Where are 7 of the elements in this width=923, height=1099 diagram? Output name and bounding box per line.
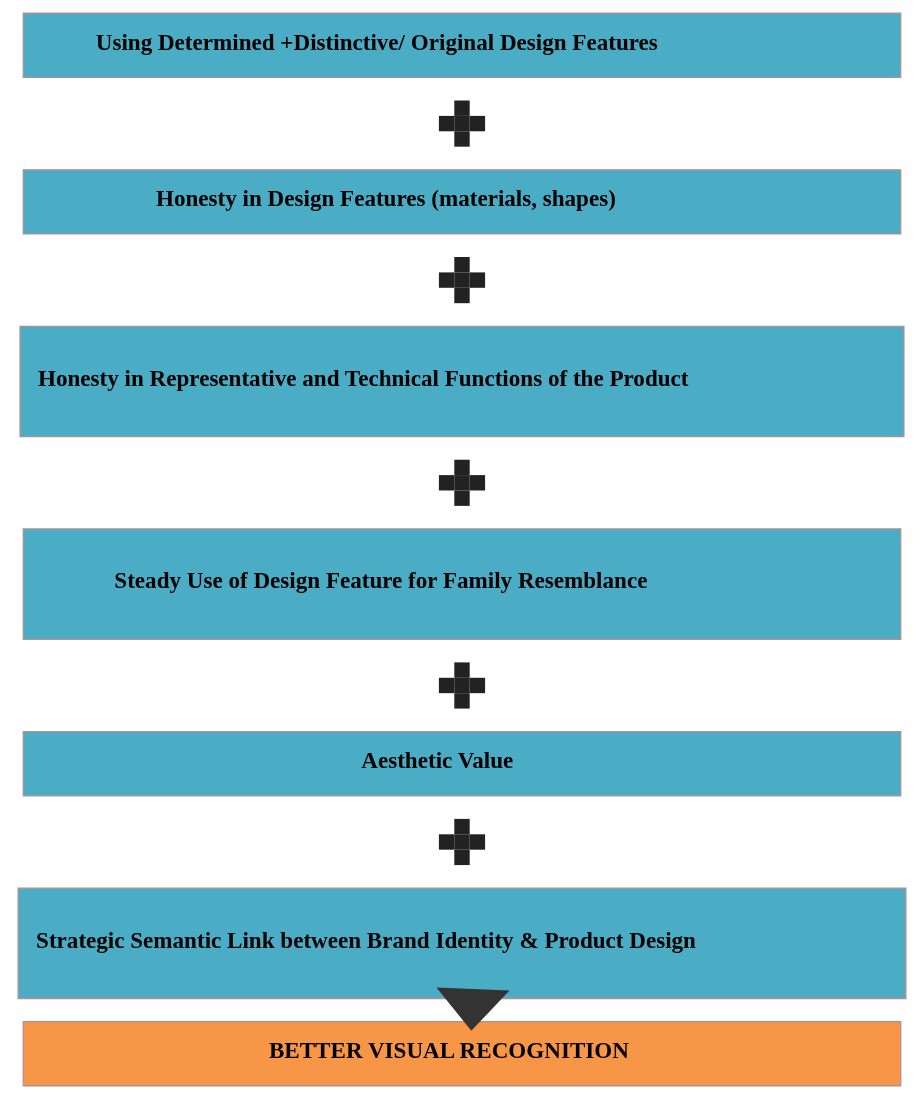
node-box: Honesty in Design Features (materials, shapes) xyxy=(22,169,901,235)
node-box: Aesthetic Value xyxy=(22,731,901,797)
arrow xyxy=(435,987,510,1031)
node-box: Honesty in Representative and Technical Functions of the Product xyxy=(18,325,905,438)
node-box: BETTER VISUAL RECOGNITION xyxy=(22,1020,901,1087)
node-box: Using Determined +Distinctive/ Original Design Features xyxy=(22,12,901,79)
node-box: Steady Use of Design Feature for Family Resemblance xyxy=(22,528,901,640)
